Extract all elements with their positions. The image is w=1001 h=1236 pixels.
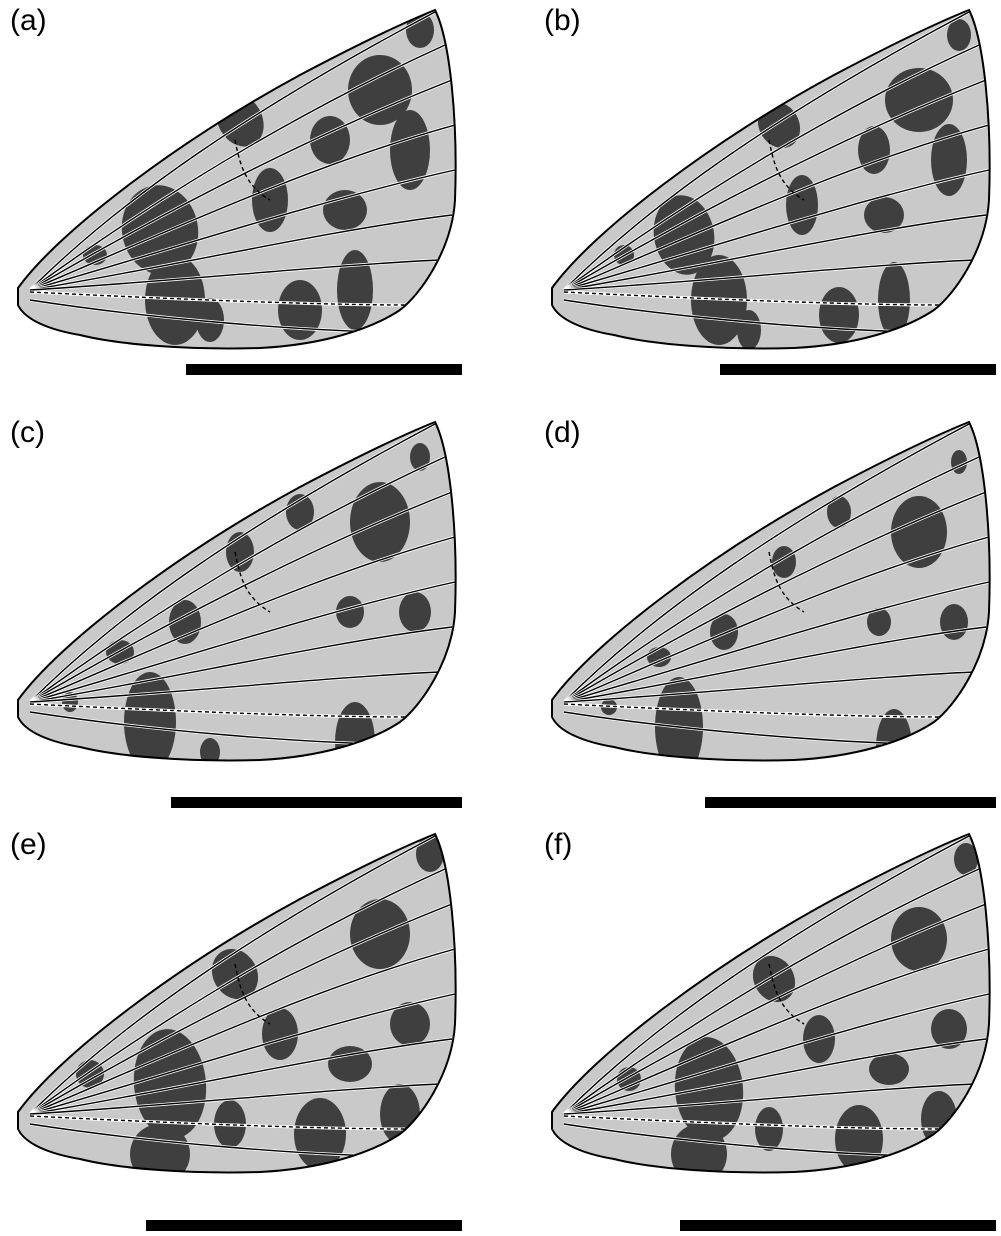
pattern-blotch: [876, 709, 912, 785]
pattern-blotch: [931, 124, 967, 196]
pattern-blotch: [869, 1053, 909, 1085]
wing-membrane: [552, 10, 990, 348]
wing-illustration: [534, 824, 1001, 1236]
scale-bar: [171, 797, 462, 808]
panel-e: (e): [0, 824, 500, 1236]
pattern-blotch: [416, 836, 444, 872]
panel-f: (f): [534, 824, 1001, 1236]
panel-a: (a): [0, 0, 500, 412]
pattern-blotch: [406, 12, 434, 48]
scale-bar: [720, 364, 996, 375]
pattern-blotch: [200, 738, 220, 766]
pattern-blotch: [819, 287, 859, 343]
pattern-blotch: [278, 280, 322, 340]
pattern-blotch: [940, 604, 968, 640]
scale-bar: [186, 364, 462, 375]
wing-illustration: [0, 412, 500, 824]
pattern-blotch: [262, 1008, 298, 1060]
wing-membrane: [18, 422, 456, 760]
wing-illustration: [0, 0, 500, 412]
pattern-blotch: [50, 1024, 70, 1044]
scale-bar: [705, 797, 996, 808]
pattern-blotch: [399, 592, 431, 632]
pattern-blotch: [737, 310, 761, 350]
pattern-blotch: [671, 1124, 727, 1184]
pattern-blotch: [947, 19, 971, 51]
pattern-blotch: [878, 262, 910, 338]
pattern-blotch: [337, 250, 373, 330]
wing-illustration: [534, 0, 1001, 412]
panel-c: (c): [0, 412, 500, 824]
panel-d: (d): [534, 412, 1001, 824]
pattern-blotch: [130, 1124, 190, 1184]
pattern-blotch: [885, 68, 953, 132]
pattern-blotch: [755, 1107, 783, 1151]
wing-illustration: [534, 412, 1001, 824]
panel-b: (b): [534, 0, 1001, 412]
pattern-blotch: [50, 198, 70, 222]
wing-membrane: [552, 422, 990, 760]
scale-bar: [680, 1220, 996, 1231]
pattern-blotch: [591, 1029, 607, 1049]
pattern-blotch: [596, 190, 612, 210]
scale-bar: [146, 1220, 462, 1231]
wing-illustration: [0, 824, 500, 1236]
